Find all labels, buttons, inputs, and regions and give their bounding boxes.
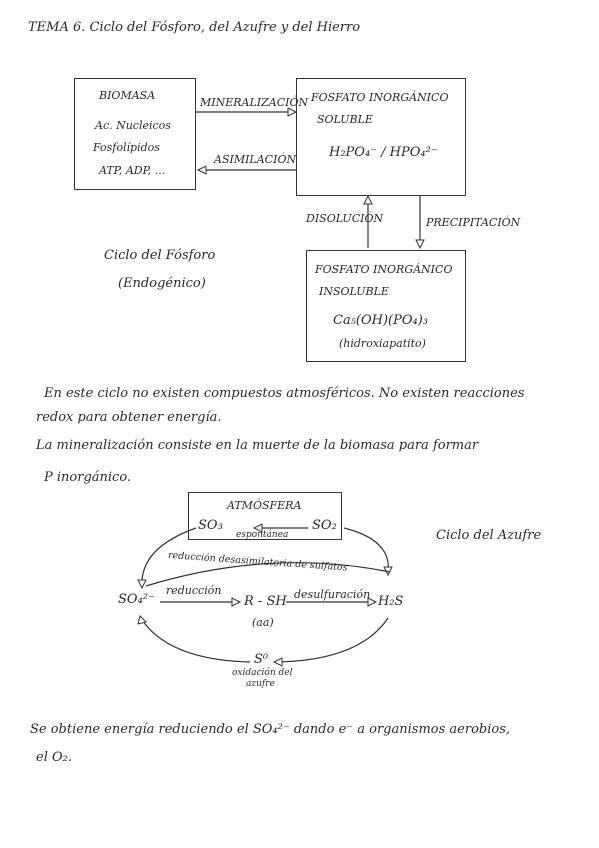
espontanea-label: espontánea bbox=[236, 530, 289, 540]
reduccion-label: reducción bbox=[166, 584, 222, 597]
so4-label: SO₄²⁻ bbox=[118, 592, 155, 607]
soluble-subtitle: SOLUBLE bbox=[317, 113, 373, 126]
atmosfera-title: ATMÓSFERA bbox=[227, 499, 302, 512]
phosphorus-cycle-label: Ciclo del Fósforo bbox=[104, 248, 216, 263]
insoluble-title: FOSFATO INORGÁNICO bbox=[315, 263, 453, 276]
biomasa-line: Fosfolípidos bbox=[93, 141, 160, 154]
paragraph-line: P inorgánico. bbox=[44, 470, 132, 485]
soluble-title: FOSFATO INORGÁNICO bbox=[311, 91, 449, 104]
biomasa-box: BIOMASA Ac. Nucleicos Fosfolípidos ATP, … bbox=[74, 78, 196, 190]
paragraph-line: En este ciclo no existen compuestos atmo… bbox=[44, 386, 525, 401]
insoluble-subtitle: INSOLUBLE bbox=[319, 285, 389, 298]
biomasa-title: BIOMASA bbox=[99, 89, 156, 102]
insoluble-note: (hidroxiapatito) bbox=[339, 337, 426, 350]
fosfato-soluble-box: FOSFATO INORGÁNICO SOLUBLE H₂PO₄⁻ / HPO₄… bbox=[296, 78, 466, 196]
desulfuracion-label: desulfuración bbox=[294, 588, 371, 601]
biomasa-line: Ac. Nucleicos bbox=[95, 119, 171, 132]
paragraph-line: redox para obtener energía. bbox=[36, 410, 222, 425]
precipitacion-label: PRECIPITACIÓN bbox=[426, 216, 521, 229]
oxidacion-label: oxidación del bbox=[232, 668, 293, 678]
soluble-formula: H₂PO₄⁻ / HPO₄²⁻ bbox=[329, 145, 438, 160]
oxidacion-label: azufre bbox=[246, 679, 275, 689]
page-title: TEMA 6. Ciclo del Fósforo, del Azufre y … bbox=[28, 20, 361, 35]
insoluble-formula: Ca₅(OH)(PO₄)₃ bbox=[333, 313, 429, 328]
h2s-label: H₂S bbox=[378, 594, 404, 609]
paragraph-line: el O₂. bbox=[36, 750, 72, 765]
paragraph-line: Se obtiene energía reduciendo el SO₄²⁻ d… bbox=[30, 722, 511, 737]
mineralizacion-label: MINERALIZACIÓN bbox=[200, 96, 309, 109]
asimilacion-label: ASIMILACIÓN bbox=[214, 153, 297, 166]
so2-label: SO₂ bbox=[312, 518, 337, 533]
paragraph-line: La mineralización consiste en la muerte … bbox=[36, 438, 479, 453]
sulfur-cycle-label: Ciclo del Azufre bbox=[436, 528, 542, 543]
rsh-label: R - SH bbox=[244, 594, 287, 609]
biomasa-line: ATP, ADP, ... bbox=[99, 164, 166, 177]
fosfato-insoluble-box: FOSFATO INORGÁNICO INSOLUBLE Ca₅(OH)(PO₄… bbox=[306, 250, 466, 362]
phosphorus-cycle-note: (Endogénico) bbox=[118, 276, 206, 291]
aa-label: (aa) bbox=[252, 616, 274, 629]
disolucion-label: DISOLUCIÓN bbox=[306, 212, 384, 225]
atmosfera-box: ATMÓSFERA bbox=[188, 492, 342, 540]
s0-label: S⁰ bbox=[254, 652, 269, 667]
so3-label: SO₃ bbox=[198, 518, 223, 533]
